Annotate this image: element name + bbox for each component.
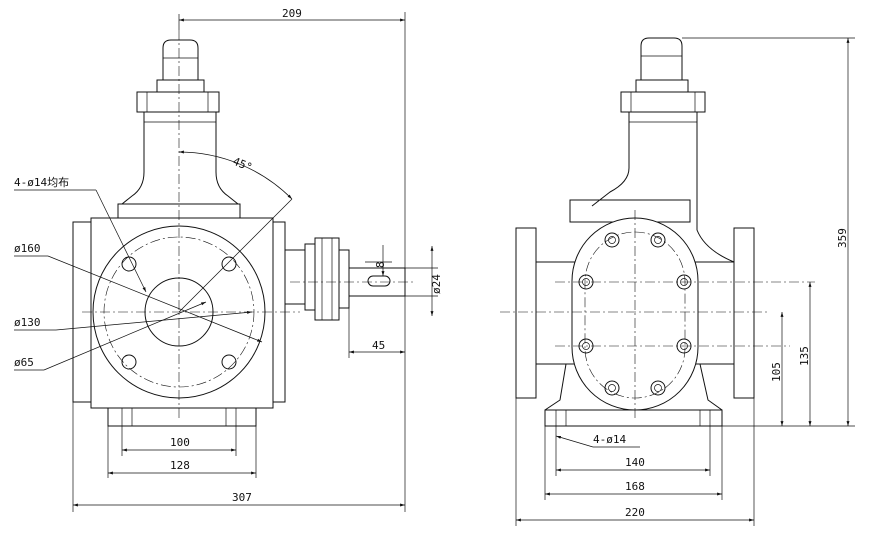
dim-140: 140 xyxy=(625,456,645,469)
bolt-hole xyxy=(121,256,137,272)
left-view: 209 45° 4-ø14均布 ø160 ø130 ø65 8 ø24 45 1… xyxy=(14,7,443,512)
dim-45deg: 45° xyxy=(231,155,254,174)
dim-220: 220 xyxy=(625,506,645,519)
label-dia-160: ø160 xyxy=(14,242,41,255)
dim-209: 209 xyxy=(282,7,302,20)
right-view: 359 135 105 4-ø14 140 168 220 xyxy=(500,37,855,526)
dim-307: 307 xyxy=(232,491,252,504)
dim-key-8: 8 xyxy=(374,261,387,268)
dim-45: 45 xyxy=(372,339,385,352)
left-shaft xyxy=(284,237,406,321)
label-dia-130: ø130 xyxy=(14,316,41,329)
left-top-cap xyxy=(121,39,239,205)
dim-105: 105 xyxy=(770,362,783,382)
bolt-hole xyxy=(121,354,137,370)
dim-135: 135 xyxy=(798,346,811,366)
label-dia-65: ø65 xyxy=(14,356,34,369)
dim-100: 100 xyxy=(170,436,190,449)
label-bolt-holes: 4-ø14均布 xyxy=(14,176,69,189)
dim-168: 168 xyxy=(625,480,645,493)
dim-128: 128 xyxy=(170,459,190,472)
bolt-hole xyxy=(221,256,237,272)
right-top-cap xyxy=(591,37,735,263)
dim-359: 359 xyxy=(836,228,849,248)
label-bolts-right: 4-ø14 xyxy=(593,433,626,446)
bolt-hole xyxy=(221,354,237,370)
dim-shaft-24: ø24 xyxy=(430,274,443,294)
